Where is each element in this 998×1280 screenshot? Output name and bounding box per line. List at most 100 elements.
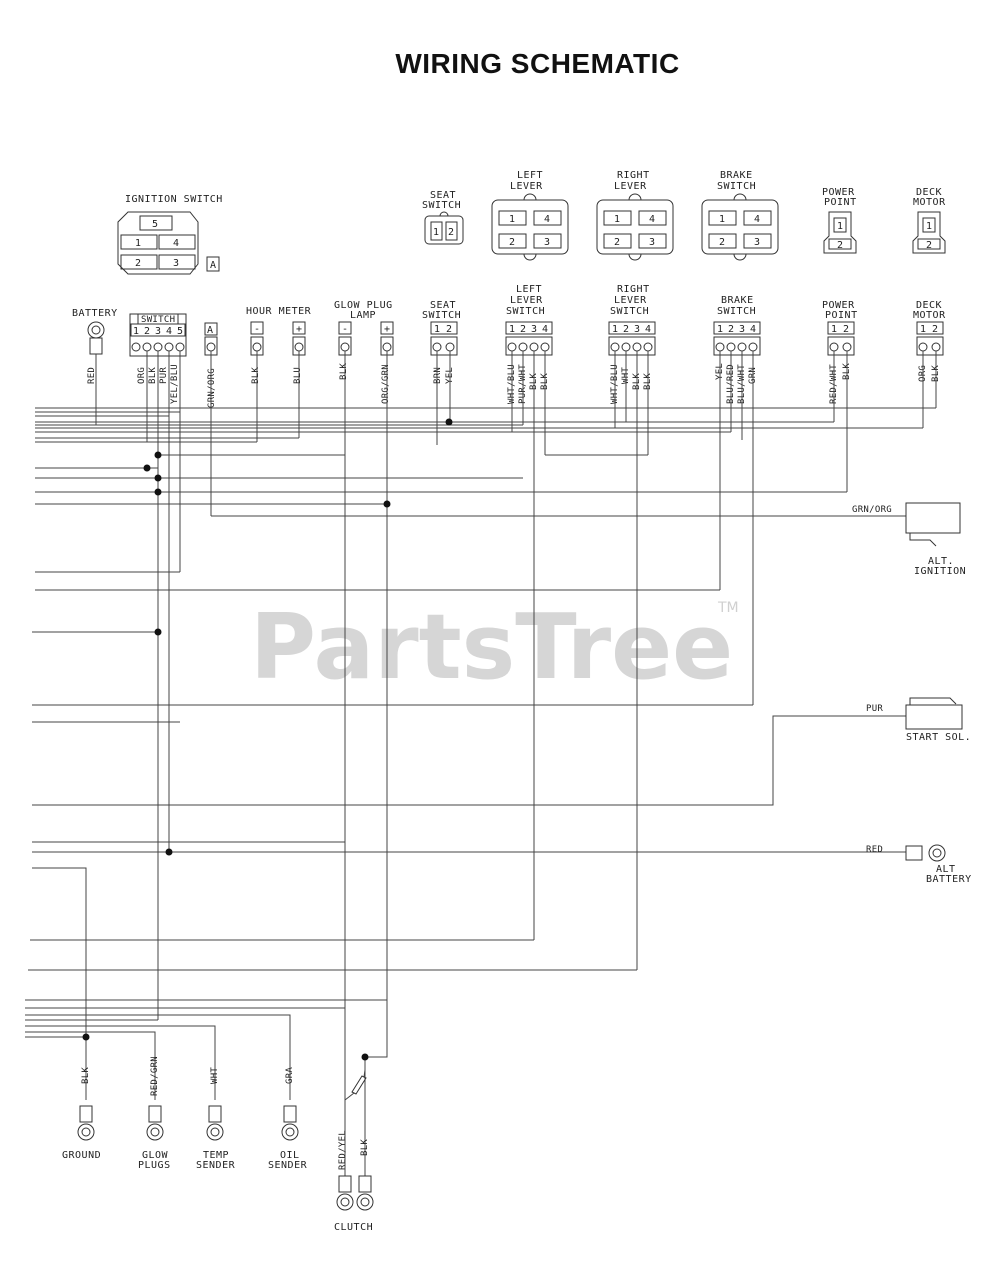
svg-text:3: 3 [544, 237, 550, 248]
svg-text:CLUTCH: CLUTCH [334, 1222, 373, 1233]
svg-text:GRA: GRA [285, 1067, 295, 1084]
svg-text:1: 1 [612, 324, 618, 335]
svg-text:SWITCH: SWITCH [506, 306, 545, 317]
svg-text:1: 1 [920, 324, 926, 335]
svg-text:5: 5 [152, 219, 158, 230]
svg-text:+: + [384, 324, 390, 335]
svg-text:HOUR METER: HOUR METER [246, 306, 312, 317]
svg-text:1: 1 [614, 214, 620, 225]
right-lever-top: RIGHT LEVER 1 4 2 3 [596, 170, 674, 261]
svg-text:POINT: POINT [824, 197, 857, 208]
svg-text:1: 1 [133, 326, 139, 337]
svg-text:BLK: BLK [148, 367, 158, 384]
svg-text:4: 4 [173, 238, 179, 249]
svg-text:RED: RED [87, 367, 97, 384]
svg-text:4: 4 [649, 214, 655, 225]
clutch-terminals: RED/YEL BLK CLUTCH [334, 1069, 374, 1233]
svg-text:SENDER: SENDER [196, 1160, 236, 1171]
svg-text:LEVER: LEVER [510, 181, 543, 192]
svg-text:MOTOR: MOTOR [913, 310, 946, 321]
svg-text:SWITCH: SWITCH [422, 310, 461, 321]
svg-text:2: 2 [926, 240, 932, 251]
svg-text:1: 1 [719, 214, 725, 225]
svg-text:2: 2 [614, 237, 620, 248]
svg-text:GROUND: GROUND [62, 1150, 101, 1161]
svg-text:LEFT: LEFT [517, 170, 543, 181]
page-title: WIRING SCHEMATIC [395, 48, 680, 79]
svg-text:SENDER: SENDER [268, 1160, 308, 1171]
svg-text:-: - [342, 324, 348, 335]
alt-battery: RED ALT BATTERY [866, 844, 972, 885]
svg-text:SWITCH: SWITCH [141, 315, 175, 325]
svg-text:POWER: POWER [822, 300, 855, 311]
svg-text:4: 4 [544, 214, 550, 225]
svg-text:RED/YEL: RED/YEL [338, 1130, 348, 1170]
watermark-tm: TM [717, 600, 739, 616]
wire-harness [25, 351, 937, 1170]
svg-text:4: 4 [645, 324, 651, 335]
battery-connector: BATTERY RED [72, 308, 117, 425]
hour-meter-connector: HOUR METER - + BLK BLU [246, 306, 312, 384]
ground-terminal: BLK GROUND [62, 1067, 101, 1161]
svg-text:A: A [210, 260, 216, 271]
watermark: PartsTree [250, 595, 733, 700]
svg-text:DECK: DECK [916, 187, 942, 198]
svg-text:PUR: PUR [866, 704, 883, 714]
ignition-switch: IGNITION SWITCH 5 1 4 2 3 A [117, 194, 222, 275]
svg-text:PUR: PUR [159, 367, 169, 384]
svg-text:BRAKE: BRAKE [720, 170, 753, 181]
start-solenoid: PUR START SOL. [866, 697, 971, 743]
svg-text:RIGHT: RIGHT [617, 170, 650, 181]
svg-text:1: 1 [509, 214, 515, 225]
svg-text:ALT.: ALT. [928, 556, 954, 567]
svg-text:LEVER: LEVER [510, 295, 543, 306]
svg-text:2: 2 [837, 240, 843, 251]
svg-text:A: A [207, 325, 213, 336]
svg-text:2: 2 [728, 324, 734, 335]
svg-text:RED: RED [866, 845, 883, 855]
svg-text:TEMP: TEMP [203, 1150, 229, 1161]
svg-text:SWITCH: SWITCH [610, 306, 649, 317]
brake-switch-top: BRAKE SWITCH 1 4 2 3 [701, 170, 779, 261]
svg-text:2: 2 [135, 258, 141, 269]
temp-sender-terminal: WHT TEMP SENDER [196, 1067, 236, 1171]
svg-text:1: 1 [717, 324, 723, 335]
seat-switch-connector: SEAT SWITCH 1 2 BRN YEL [422, 300, 461, 384]
svg-text:DECK: DECK [916, 300, 942, 311]
svg-text:BLU: BLU [293, 367, 303, 384]
svg-text:BLK: BLK [360, 1139, 370, 1156]
svg-text:SEAT: SEAT [430, 300, 456, 311]
svg-text:-: - [254, 324, 260, 335]
svg-text:2: 2 [520, 324, 526, 335]
glow-plug-lamp-connector: GLOW PLUG LAMP - + BLK ORG/GRN [334, 300, 394, 404]
svg-text:POINT: POINT [825, 310, 858, 321]
glow-plugs-terminal: RED/GRN GLOW PLUGS [138, 1056, 170, 1171]
svg-text:2: 2 [719, 237, 725, 248]
svg-text:BLK: BLK [251, 367, 261, 384]
svg-text:1: 1 [433, 227, 439, 238]
svg-text:3: 3 [173, 258, 179, 269]
svg-text:3: 3 [754, 237, 760, 248]
svg-text:2: 2 [144, 326, 150, 337]
svg-text:3: 3 [155, 326, 161, 337]
svg-text:GLOW PLUG: GLOW PLUG [334, 300, 393, 311]
svg-text:GLOW: GLOW [142, 1150, 169, 1161]
svg-text:POWER: POWER [822, 187, 855, 198]
deck-motor-top: DECK MOTOR 1 2 [912, 187, 946, 254]
svg-text:LAMP: LAMP [350, 310, 376, 321]
svg-text:WHT: WHT [210, 1067, 220, 1084]
svg-text:OIL: OIL [280, 1150, 300, 1161]
deck-motor-connector: DECK MOTOR 1 2 ORG BLK [913, 300, 946, 382]
svg-text:MOTOR: MOTOR [913, 197, 946, 208]
svg-text:1: 1 [509, 324, 515, 335]
svg-text:1: 1 [926, 221, 932, 232]
svg-text:LEVER: LEVER [614, 295, 647, 306]
svg-text:2: 2 [932, 324, 938, 335]
svg-text:3: 3 [634, 324, 640, 335]
svg-text:SWITCH: SWITCH [717, 181, 756, 192]
svg-text:BATTERY: BATTERY [926, 874, 972, 885]
power-point-top: POWER POINT 1 2 [822, 187, 857, 254]
svg-text:LEVER: LEVER [614, 181, 647, 192]
svg-text:2: 2 [446, 324, 452, 335]
svg-text:+: + [296, 324, 302, 335]
